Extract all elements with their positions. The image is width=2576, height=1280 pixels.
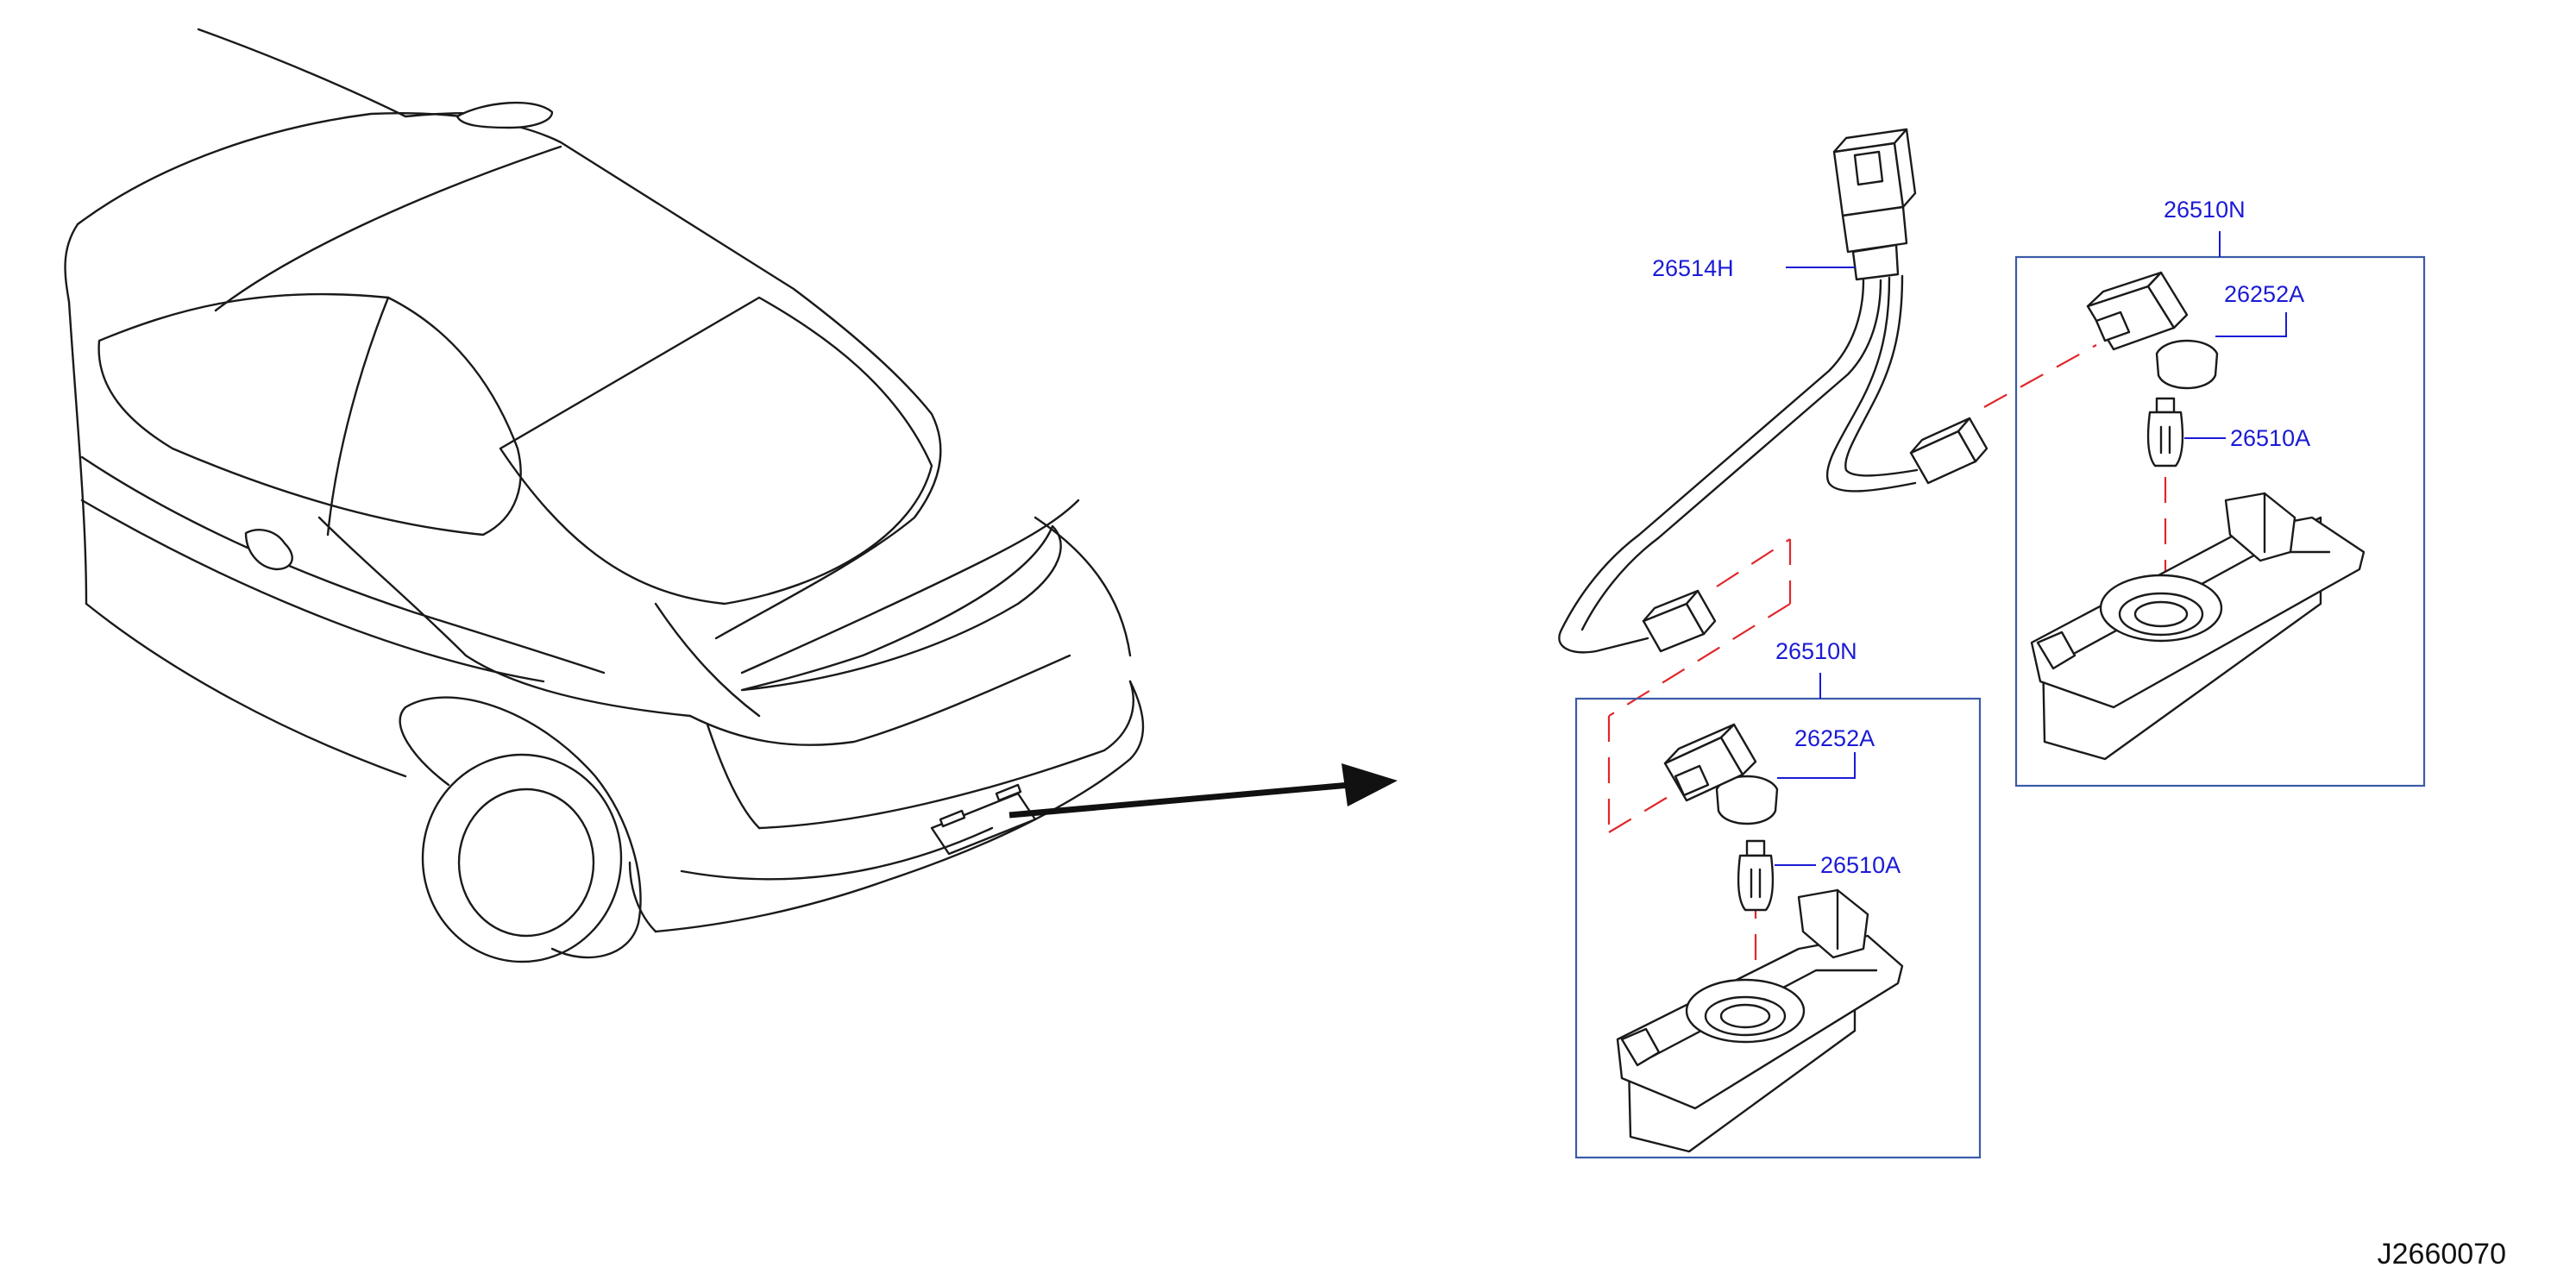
lower-socket-leader [1777,752,1856,779]
lower-lamp-housing [1616,888,1904,1153]
lower-socket-label: 26252A [1794,725,1875,751]
upper-bulb [2146,397,2184,467]
harness-part-label: 26514H [1652,255,1734,281]
upper-socket-label: 26252A [2224,281,2304,307]
upper-socket-leader [2215,312,2287,337]
pointer-arrow [1008,763,1398,819]
harness-26514h [1558,128,1989,654]
diagram-code: J2660070 [2378,1238,2506,1271]
lower-bulb-label: 26510A [1820,852,1901,878]
upper-bulb-label: 26510A [2230,425,2310,451]
lower-bulb [1737,839,1775,912]
lower-lamp-assembly-label: 26510N [1775,638,1857,664]
upper-lamp-housing [2030,492,2366,761]
upper-lamp-assembly-label: 26510N [2164,197,2246,223]
lower-socket [1663,723,1779,825]
lower-lamp-assembly-frame [1574,697,1982,1159]
vehicle-rear-illustration [64,28,1145,963]
assembly-guide-lines [1607,344,2167,970]
upper-socket [2086,271,2219,390]
